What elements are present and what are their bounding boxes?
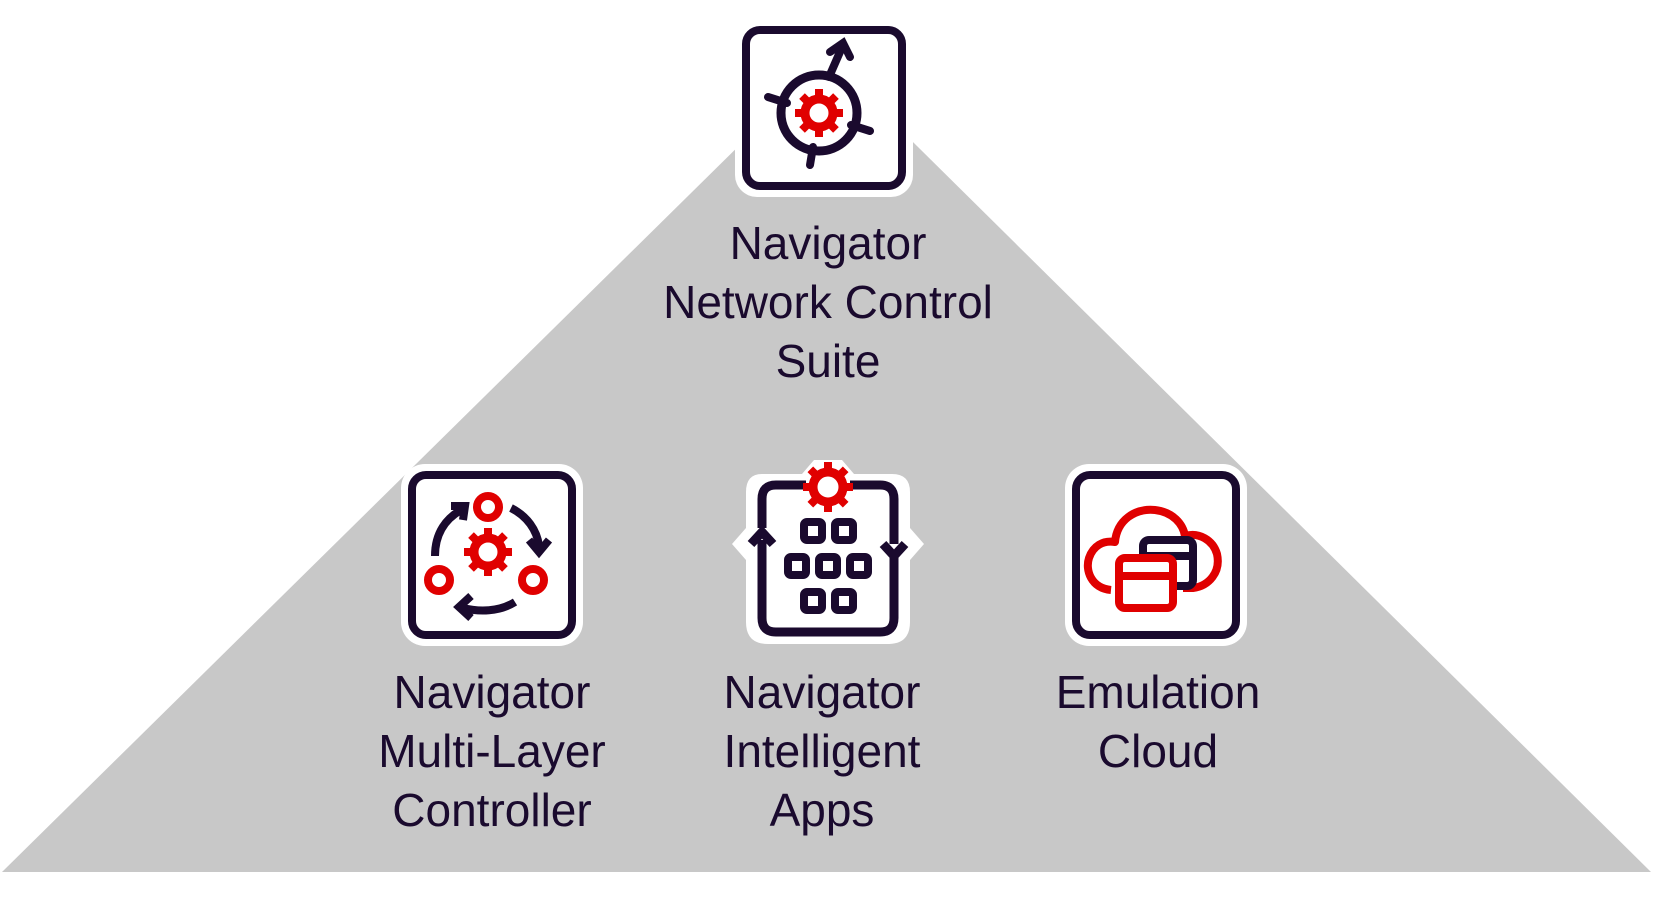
emulation-cloud-label: Emulation Cloud bbox=[1056, 663, 1261, 781]
emulation-cloud-icon-tile bbox=[1063, 462, 1249, 653]
label-line: Emulation bbox=[1055, 666, 1261, 718]
label-line: Intelligent bbox=[723, 725, 921, 777]
multi-layer-controller-icon-tile bbox=[399, 462, 585, 653]
label-line: Navigator bbox=[729, 217, 927, 269]
label-line: Suite bbox=[775, 335, 881, 387]
gear-compass-arrows-icon bbox=[735, 19, 913, 197]
label-line: Controller bbox=[392, 784, 592, 836]
label-line: Multi-Layer bbox=[378, 725, 606, 777]
gear-app-grid-loop-icon bbox=[732, 460, 924, 644]
network-control-suite-icon-tile bbox=[733, 17, 915, 204]
cloud-windows-icon bbox=[1065, 464, 1247, 646]
intelligent-apps-icon-tile bbox=[722, 452, 934, 653]
intelligent-apps-label: Navigator Intelligent Apps bbox=[724, 663, 921, 840]
label-line: Navigator bbox=[393, 666, 591, 718]
label-line: Cloud bbox=[1097, 725, 1219, 777]
multi-layer-controller-label: Navigator Multi-Layer Controller bbox=[378, 663, 606, 840]
gear-cycle-arrows-icon bbox=[401, 464, 583, 646]
label-line: Network Control bbox=[663, 276, 993, 328]
label-line: Apps bbox=[769, 784, 875, 836]
network-control-suite-label: Navigator Network Control Suite bbox=[663, 214, 993, 391]
label-line: Navigator bbox=[723, 666, 921, 718]
